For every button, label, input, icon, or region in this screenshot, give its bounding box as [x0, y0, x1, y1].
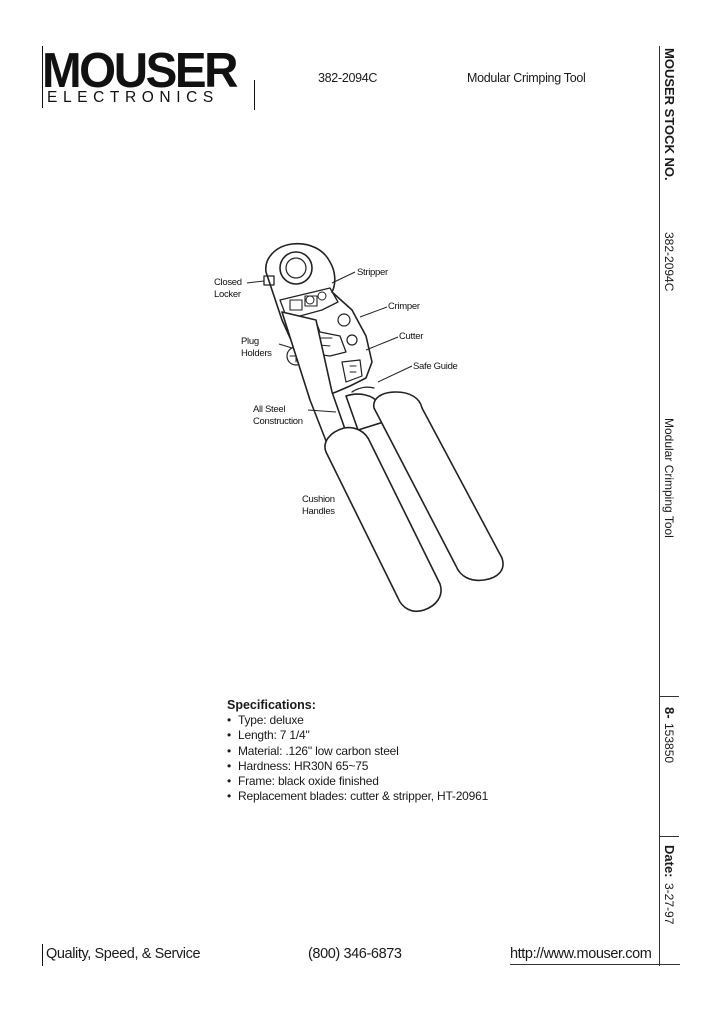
specifications: Specifications: •Type: deluxe •Length: 7…: [227, 697, 627, 805]
footer-divider: [42, 944, 43, 966]
date-value: 3-27-97: [662, 883, 676, 925]
date-label: Date:: [662, 845, 677, 878]
callout-cushion-handles: Cushion Handles: [302, 494, 335, 518]
sidebar-rule: [659, 696, 679, 697]
sidebar-divider: [659, 46, 660, 966]
right-handle: [372, 391, 504, 582]
callout-line: Locker: [214, 289, 241, 300]
callout-safe-guide: Safe Guide: [413, 361, 458, 372]
left-handle: [324, 426, 442, 613]
list-item: •Replacement blades: cutter & stripper, …: [227, 789, 489, 804]
footer-phone: (800) 346-6873: [308, 946, 402, 962]
bullet-icon: •: [227, 728, 232, 743]
callout-stripper: Stripper: [357, 267, 388, 278]
bullet-icon: •: [227, 789, 232, 804]
callout-line: Handles: [302, 506, 335, 517]
mouser-logo: MOUSER ELECTRONICS: [42, 46, 256, 110]
callout-line: Holders: [241, 348, 272, 359]
cutter-blade: [341, 359, 363, 383]
callout-closed-locker: Closed Locker: [214, 277, 242, 301]
list-item: •Material: .126" low carbon steel: [227, 743, 399, 758]
callout-line: All Steel: [253, 404, 286, 415]
bullet-icon: •: [227, 743, 232, 758]
stock-number-value: 382-2094C: [662, 232, 676, 292]
callout-line: Cushion: [302, 494, 335, 505]
footer-rule: [510, 964, 680, 965]
logo-divider: [254, 80, 255, 110]
footer-url-link[interactable]: http://www.mouser.com: [510, 946, 652, 962]
list-item: •Frame: black oxide finished: [227, 774, 379, 789]
specifications-heading: Specifications:: [227, 698, 316, 712]
sidebar-title: Modular Crimping Tool: [662, 418, 676, 538]
callout-line: Construction: [253, 416, 303, 427]
callout-crimper: Crimper: [388, 301, 420, 312]
stock-number-label: MOUSER STOCK NO.: [662, 48, 677, 181]
bullet-icon: •: [227, 713, 232, 727]
product-title: Modular Crimping Tool: [467, 71, 586, 85]
crimping-tool-illustration: [246, 242, 504, 613]
logo-rule: [42, 46, 43, 108]
callout-plug-holders: Plug Holders: [241, 336, 272, 360]
callout-cutter: Cutter: [399, 331, 424, 342]
list-item: •Hardness: HR30N 65~75: [227, 758, 369, 773]
head-ring: [279, 251, 313, 285]
callout-line: Plug: [241, 336, 259, 347]
specifications-list: •Type: deluxe •Length: 7 1/4" •Material:…: [227, 713, 627, 805]
part-number: 382-2094C: [318, 71, 378, 85]
sidebar-rule: [659, 836, 679, 837]
closed-locker: [263, 275, 275, 286]
logo-wordmark: MOUSER: [42, 44, 239, 98]
list-item: •Type: deluxe: [227, 713, 304, 727]
page-label: 8-: [662, 707, 677, 719]
bullet-icon: •: [227, 758, 232, 773]
callout-line: Closed: [214, 277, 242, 288]
bullet-icon: •: [227, 774, 232, 789]
logo-subtitle: ELECTRONICS: [47, 89, 219, 106]
safe-guide: [351, 386, 375, 393]
callout-all-steel: All Steel Construction: [253, 404, 303, 428]
footer-tagline: Quality, Speed, & Service: [46, 946, 201, 962]
list-item: •Length: 7 1/4": [227, 728, 310, 743]
page-value: 153850: [662, 723, 676, 764]
